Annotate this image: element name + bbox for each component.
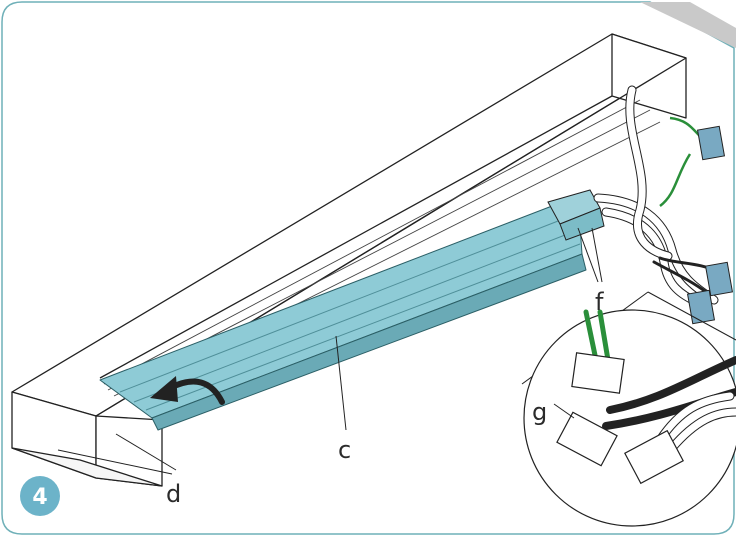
- driver-block: [547, 189, 605, 241]
- ceiling-edge: [640, 2, 736, 48]
- step-number: 4: [32, 485, 47, 510]
- zoom-connectors: [556, 352, 684, 485]
- label-d: d: [166, 480, 181, 508]
- leader-lines: [57, 227, 603, 475]
- label-f: f: [595, 288, 604, 316]
- label-g: g: [532, 398, 547, 426]
- wire-connector-icon: [686, 125, 734, 325]
- connector-detail-zoom: [523, 309, 736, 527]
- diffuser-panel: [99, 195, 587, 431]
- label-c: c: [338, 436, 351, 464]
- step-badge: [20, 476, 60, 516]
- rotate-arrow-head: [150, 376, 178, 402]
